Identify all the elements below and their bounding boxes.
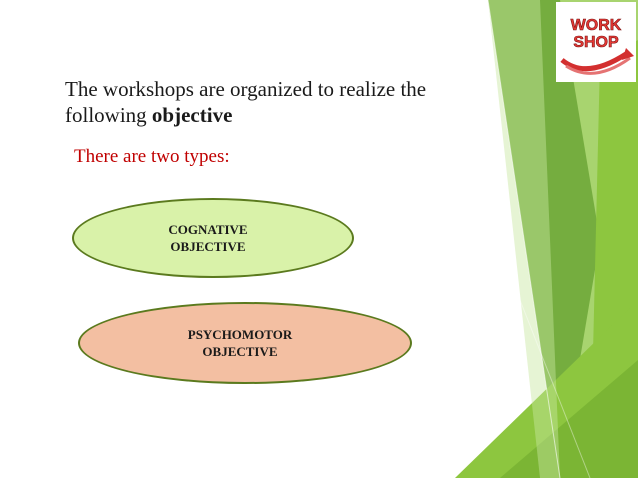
decor-line [519, 299, 591, 478]
slide-subheading: There are two types: [74, 146, 230, 167]
logo-text-work: WORK [571, 17, 622, 34]
dark-green-band [488, 0, 600, 478]
ellipse-label-line1: PSYCHOMOTOR [187, 327, 293, 342]
ellipse-label-line1: COGNATIVE [168, 222, 248, 237]
logo-text-shop: SHOP [573, 34, 619, 51]
workshop-logo: WORK SHOP [556, 2, 636, 82]
ellipse-label-line2: OBJECTIVE [202, 344, 278, 359]
slide-heading: The workshops are organized to realize t… [65, 76, 505, 128]
psychomotor-objective-ellipse: PSYCHOMOTOR OBJECTIVE [78, 302, 412, 384]
bottom-green-triangle-dark [500, 360, 638, 478]
heading-plain-text: The workshops are organized to realize t… [65, 77, 427, 127]
decor-line [487, 0, 561, 478]
heading-bold-text: objective [151, 103, 233, 127]
workshop-logo-icon: WORK SHOP [556, 2, 636, 82]
ellipse-label-line2: OBJECTIVE [170, 239, 246, 254]
cognative-objective-ellipse: COGNATIVE OBJECTIVE [72, 198, 354, 278]
